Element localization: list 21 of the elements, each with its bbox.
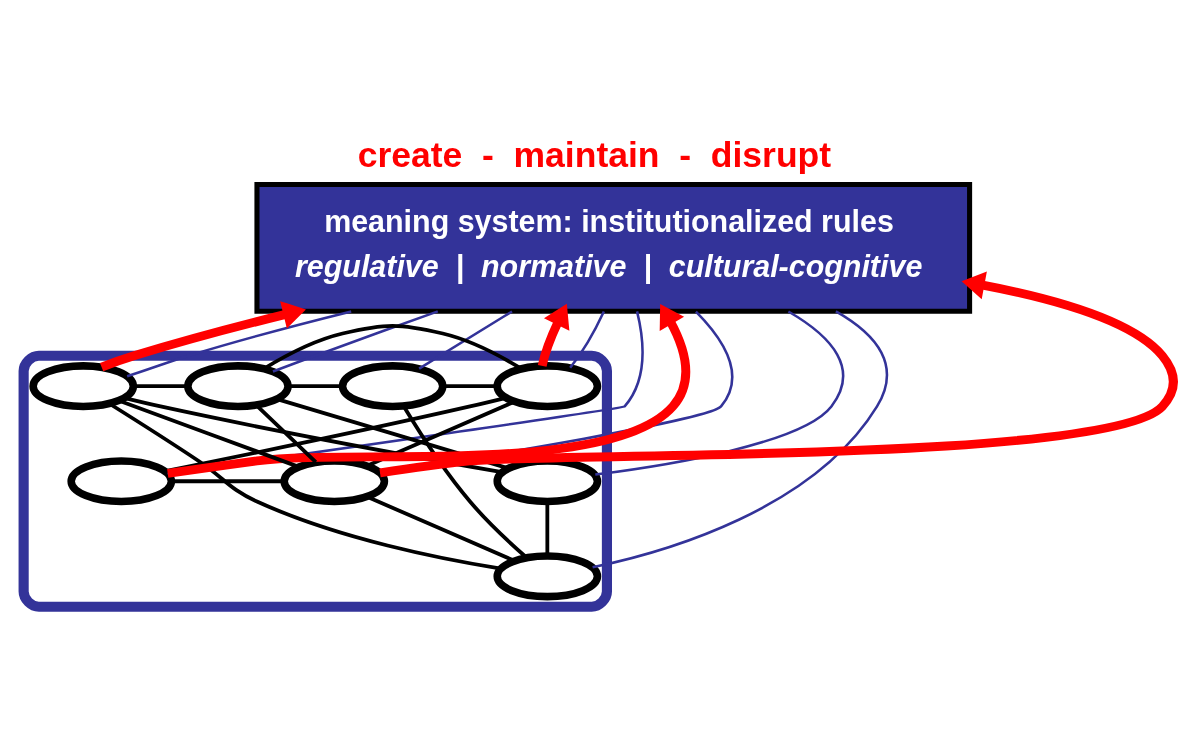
- connector: [118, 398, 300, 469]
- node-ellipse: [493, 362, 602, 411]
- node-box: meaning system: institutionalized rules regulative | normative | cultural-cognitive: [254, 182, 973, 314]
- node-ellipse: [338, 362, 447, 411]
- diagram-title: create - maintain - disrupt: [357, 135, 832, 176]
- node-ellipse: [184, 362, 292, 411]
- arrow: [100, 301, 306, 372]
- connector: [595, 310, 845, 476]
- connector: [126, 310, 352, 378]
- connector: [272, 310, 439, 373]
- node-ellipse: [29, 362, 138, 411]
- connector: [366, 399, 516, 468]
- connector: [366, 495, 516, 563]
- cluster: [18, 350, 612, 612]
- connector: [418, 310, 513, 370]
- node-ellipse: [493, 552, 602, 601]
- connector: [133, 384, 188, 389]
- arrow: [379, 271, 1178, 478]
- connector: [569, 310, 605, 369]
- arrow: [537, 303, 570, 367]
- node-ellipse: [67, 457, 176, 506]
